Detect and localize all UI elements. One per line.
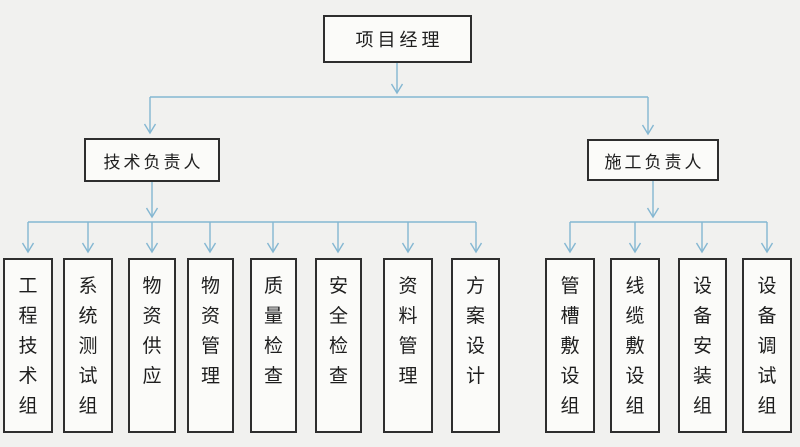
node-material-supply: 物资供应 [128, 258, 176, 433]
node-document-management: 资料管理 [383, 258, 433, 433]
node-engineering-technology-group-label: 工程技术组 [18, 276, 38, 417]
node-project-manager: 项目经理 [323, 15, 472, 63]
node-technical-lead: 技术负责人 [84, 138, 220, 182]
node-project-manager-label: 项目经理 [355, 30, 444, 50]
node-scheme-design: 方案设计 [451, 258, 500, 433]
node-scheme-design-label: 方案设计 [465, 276, 485, 387]
node-safety-inspection-label: 安全检查 [328, 276, 348, 387]
node-equipment-installation-group: 设备安装组 [678, 258, 727, 433]
node-duct-laying-group: 管槽敷设组 [545, 258, 595, 433]
node-material-supply-label: 物资供应 [142, 276, 162, 387]
node-engineering-technology-group: 工程技术组 [3, 258, 53, 433]
node-construction-lead-label: 施工负责人 [604, 152, 705, 172]
node-material-management-label: 物资管理 [200, 276, 220, 387]
node-quality-inspection: 质量检查 [250, 258, 297, 433]
node-technical-lead-label: 技术负责人 [103, 152, 204, 172]
node-system-testing-group: 系统测试组 [63, 258, 113, 433]
node-safety-inspection: 安全检查 [315, 258, 362, 433]
node-document-management-label: 资料管理 [398, 276, 418, 387]
node-cable-laying-group-label: 线缆敷设组 [625, 276, 645, 417]
node-equipment-installation-group-label: 设备安装组 [692, 276, 712, 417]
node-system-testing-group-label: 系统测试组 [78, 276, 98, 417]
node-material-management: 物资管理 [187, 258, 234, 433]
node-quality-inspection-label: 质量检查 [263, 276, 283, 387]
node-duct-laying-group-label: 管槽敷设组 [560, 276, 580, 417]
node-equipment-commissioning-group: 设备调试组 [742, 258, 792, 433]
node-cable-laying-group: 线缆敷设组 [610, 258, 660, 433]
node-construction-lead: 施工负责人 [587, 139, 719, 181]
node-equipment-commissioning-group-label: 设备调试组 [757, 276, 777, 417]
